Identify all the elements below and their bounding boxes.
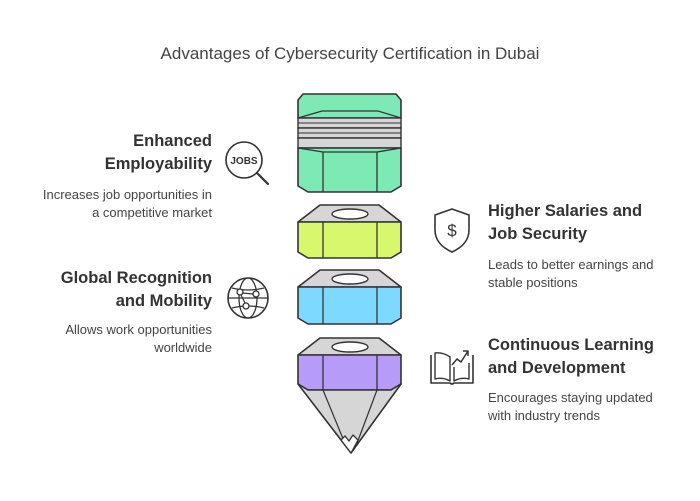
desc-global-recognition: Allows work opportunities worldwide: [65, 322, 212, 355]
desc-higher-salaries: Leads to better earnings and stable posi…: [488, 257, 654, 290]
hex-segment-blue: [297, 269, 402, 325]
globe-network-icon: [227, 277, 269, 319]
jobs-magnifier-icon: JOBS: [225, 141, 270, 186]
heading-higher-salaries: Higher Salaries and Job Security: [488, 202, 643, 243]
heading-continuous-learning: Continuous Learning and Development: [488, 336, 654, 377]
desc-enhanced-employability: Increases job opportunities in a competi…: [42, 187, 212, 220]
eraser-cap-segment: [297, 93, 402, 193]
svg-text:JOBS: JOBS: [230, 156, 258, 167]
desc-continuous-learning: Encourages staying updated with industry…: [488, 390, 653, 423]
heading-global-recognition: Global Recognition and Mobility: [60, 269, 212, 310]
hex-segment-yellow: [297, 204, 402, 259]
dollar-shield-icon: $: [434, 208, 470, 253]
heading-enhanced-employability: Enhanced Employability: [104, 132, 212, 173]
hex-segment-purple: [297, 337, 402, 391]
diagram-title: Advantages of Cybersecurity Certificatio…: [160, 44, 540, 63]
pencil-tip: [297, 383, 402, 454]
book-growth-icon: [430, 350, 474, 385]
svg-text:$: $: [447, 221, 457, 240]
